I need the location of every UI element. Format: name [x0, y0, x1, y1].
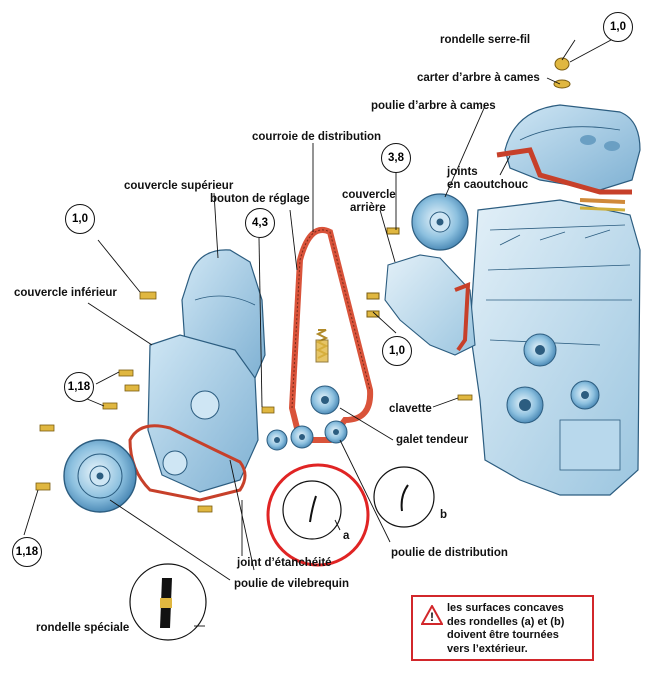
warning-box: ! les surfaces concaves des rondelles (a… — [411, 595, 594, 661]
label-poulie-distribution: poulie de distribution — [391, 547, 508, 559]
label-caoutchouc: en caoutchouc — [447, 179, 529, 191]
label-joint-etancheite: joint d’étanchéité — [237, 557, 332, 569]
rear-cover — [366, 227, 476, 356]
torque-badge-couvercle-arr: 1,0 — [382, 336, 412, 366]
label-b: b — [440, 509, 448, 521]
engine-block — [469, 199, 641, 496]
washer-a-detail — [282, 480, 342, 540]
rubber-gaskets — [496, 147, 632, 212]
label-poulie-arbre-cames: poulie d’arbre à cames — [371, 100, 496, 112]
warning-line-2: des rondelles (a) et (b) — [447, 615, 565, 628]
torque-badge-rondelle: 1,0 — [603, 12, 633, 42]
camshaft-pulley — [411, 193, 469, 251]
warning-line-3: doivent être tournées — [447, 629, 559, 641]
torque-badge-poulie-cames: 3,8 — [381, 143, 411, 173]
torque-badge-couvercle-sup: 1,0 — [65, 204, 95, 234]
torque-badge-couvercle-inf: 1,18 — [64, 372, 94, 402]
label-joints: joints — [447, 166, 478, 178]
lower-cover — [147, 334, 259, 493]
label-carter-arbre-cames: carter d’arbre à cames — [417, 72, 540, 84]
label-bouton-reglage: bouton de réglage — [210, 193, 310, 205]
label-couvercle-superieur: couvercle supérieur — [124, 180, 234, 192]
tensioner-pulley — [310, 385, 340, 415]
label-rondelle-speciale: rondelle spéciale — [36, 622, 130, 634]
distribution-pulleys — [266, 420, 348, 451]
torque-badge-vilebrequin: 1,18 — [12, 537, 42, 567]
warning-line-4: vers l’extérieur. — [447, 642, 528, 655]
special-washer-detail — [129, 563, 207, 641]
label-couvercle: couvercle — [342, 189, 396, 201]
warning-triangle-icon: ! — [421, 605, 443, 625]
torque-badge-bouton: 4,3 — [245, 208, 275, 238]
label-courroie-distribution: courroie de distribution — [252, 131, 382, 143]
warning-text: les surfaces concaves des rondelles (a) … — [447, 602, 592, 656]
crankshaft-pulley — [63, 439, 137, 513]
label-a: a — [343, 530, 350, 542]
label-couvercle-inferieur: couvercle inférieur — [14, 287, 117, 299]
seal-gasket — [128, 424, 247, 502]
washer-b-detail — [373, 466, 435, 528]
label-rondelle-serre-fil: rondelle serre-fil — [440, 34, 531, 46]
timing-belt — [288, 227, 374, 443]
warning-line-1: les surfaces concaves — [447, 602, 564, 614]
label-galet-tendeur: galet tendeur — [396, 434, 469, 446]
svg-text:!: ! — [430, 610, 434, 624]
label-arriere: arrière — [350, 202, 386, 214]
bolts — [35, 291, 473, 513]
label-clavette: clavette — [389, 403, 432, 415]
highlight-circle — [266, 463, 370, 567]
label-poulie-vilebrequin: poulie de vilebrequin — [234, 578, 350, 590]
